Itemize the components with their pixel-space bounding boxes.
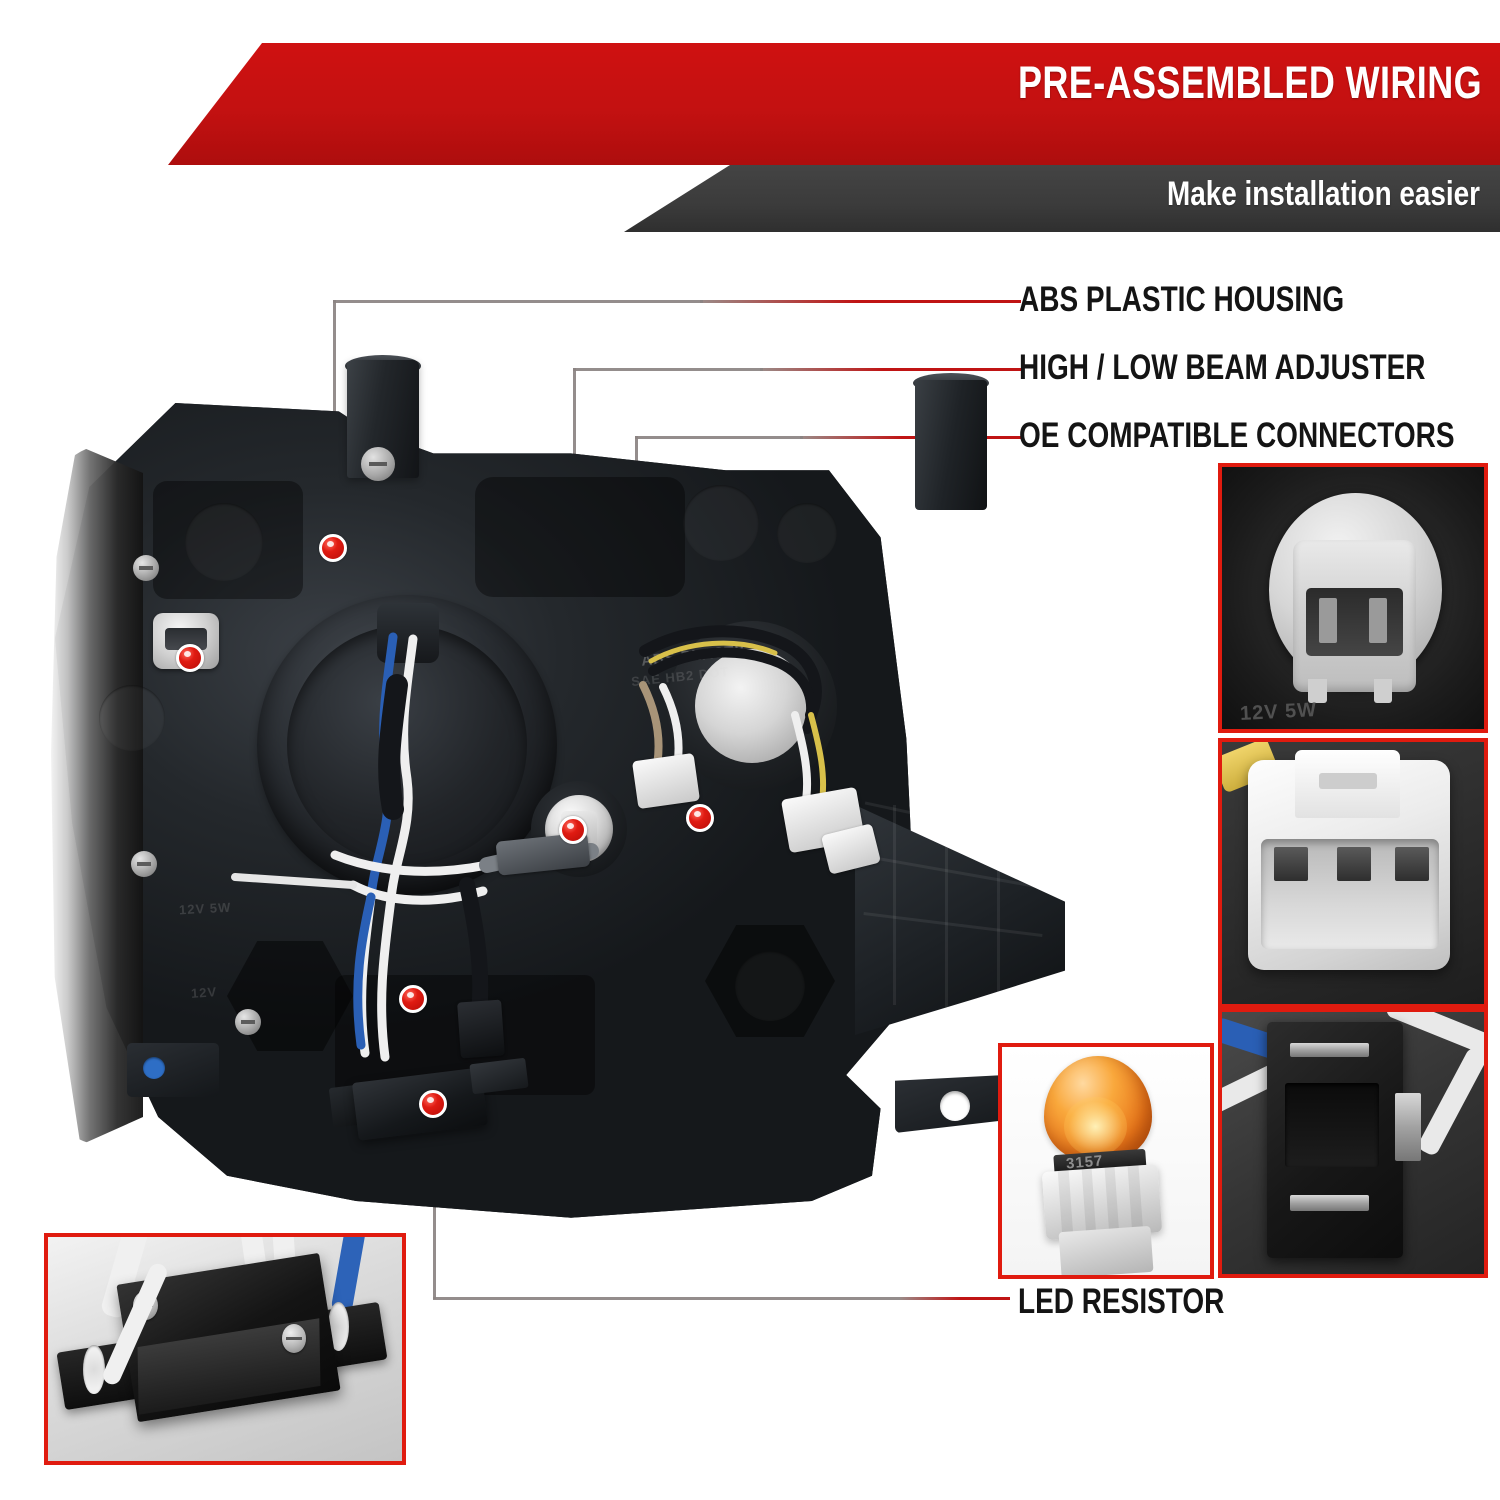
socket-connector-white-left	[631, 752, 701, 810]
banner-subtitle: Make installation easier	[1166, 175, 1480, 213]
housing-screw-1	[133, 555, 159, 581]
inset-socket-caption: 12V 5W	[1239, 698, 1318, 725]
leader-connectors-h1	[800, 436, 985, 439]
housing-pocket-2	[475, 477, 685, 597]
upper-post	[915, 380, 987, 510]
callout-label-led-resistor: LED RESISTOR	[1018, 1282, 1225, 1321]
leader-adjuster-h1	[760, 368, 985, 371]
housing-boss-5	[99, 685, 165, 751]
inset-amber-bulb: 3157	[998, 1043, 1214, 1279]
inset-led-resistor-module	[44, 1233, 406, 1465]
banner-dark-shape	[624, 165, 1500, 232]
callout-label-abs-plastic-housing: ABS PLASTIC HOUSING	[1019, 280, 1345, 319]
wiring-harness	[231, 625, 827, 1062]
bracket-rib-6	[997, 833, 1000, 1003]
housing-screw-2	[131, 851, 157, 877]
left-connector-pins	[165, 628, 207, 650]
callout-dot-oe-connector-right[interactable]	[686, 804, 714, 832]
callout-label-high-low-beam-adjuster: HIGH / LOW BEAM ADJUSTER	[1019, 348, 1426, 387]
bracket-rib-4	[893, 805, 896, 1005]
housing-lens-edge	[51, 445, 143, 1145]
mount-tab-left	[127, 1043, 219, 1097]
banner-title: PRE-ASSEMBLED WIRING	[1017, 57, 1482, 108]
callout-rule-connectors	[985, 436, 1021, 439]
leader-housing-h1b	[333, 300, 703, 303]
housing-boss-1	[185, 503, 263, 581]
callout-dot-oe-connector-lower[interactable]	[399, 985, 427, 1013]
callout-rule-adjuster	[985, 368, 1021, 371]
leader-connectors-h1b	[635, 436, 803, 439]
inset-two-pin-socket: 12V 5W	[1218, 463, 1488, 733]
leader-resistor-h-red	[900, 1297, 1010, 1300]
inset-blade-connector	[1218, 1008, 1488, 1278]
housing-boss-4	[735, 951, 805, 1021]
housing-screw-3	[235, 1009, 261, 1035]
leader-resistor-h	[433, 1297, 903, 1300]
callout-dot-led-resistor[interactable]	[419, 1090, 447, 1118]
housing-boss-2	[683, 485, 759, 561]
callout-dot-abs-plastic-housing[interactable]	[319, 534, 347, 562]
leader-adjuster-h1b	[573, 368, 763, 371]
mount-tab-right-hole	[940, 1091, 970, 1121]
housing-pocket-1	[153, 481, 303, 599]
callout-dot-high-low-beam-adjuster[interactable]	[559, 816, 587, 844]
callout-label-oe-compatible-connectors: OE COMPATIBLE CONNECTORS	[1019, 416, 1455, 455]
callout-rule-housing	[985, 300, 1021, 303]
headlight-housing-photo: ABS PLASTIC SAE HB2 DOT 12V 12V 5W	[35, 355, 1065, 1255]
housing-pocket-hex-2	[705, 925, 835, 1037]
mount-tab-left-hole	[143, 1057, 165, 1079]
banner-red-shape	[168, 43, 1500, 165]
bracket-rib-5	[945, 817, 948, 1007]
leader-housing-h1	[700, 300, 985, 303]
mount-tower-screw	[361, 447, 395, 481]
inset-three-pin-connector	[1218, 738, 1488, 1008]
inline-connector-black	[457, 999, 505, 1059]
callout-dot-oe-connector-left[interactable]	[176, 644, 204, 672]
housing-boss-3	[777, 503, 837, 563]
